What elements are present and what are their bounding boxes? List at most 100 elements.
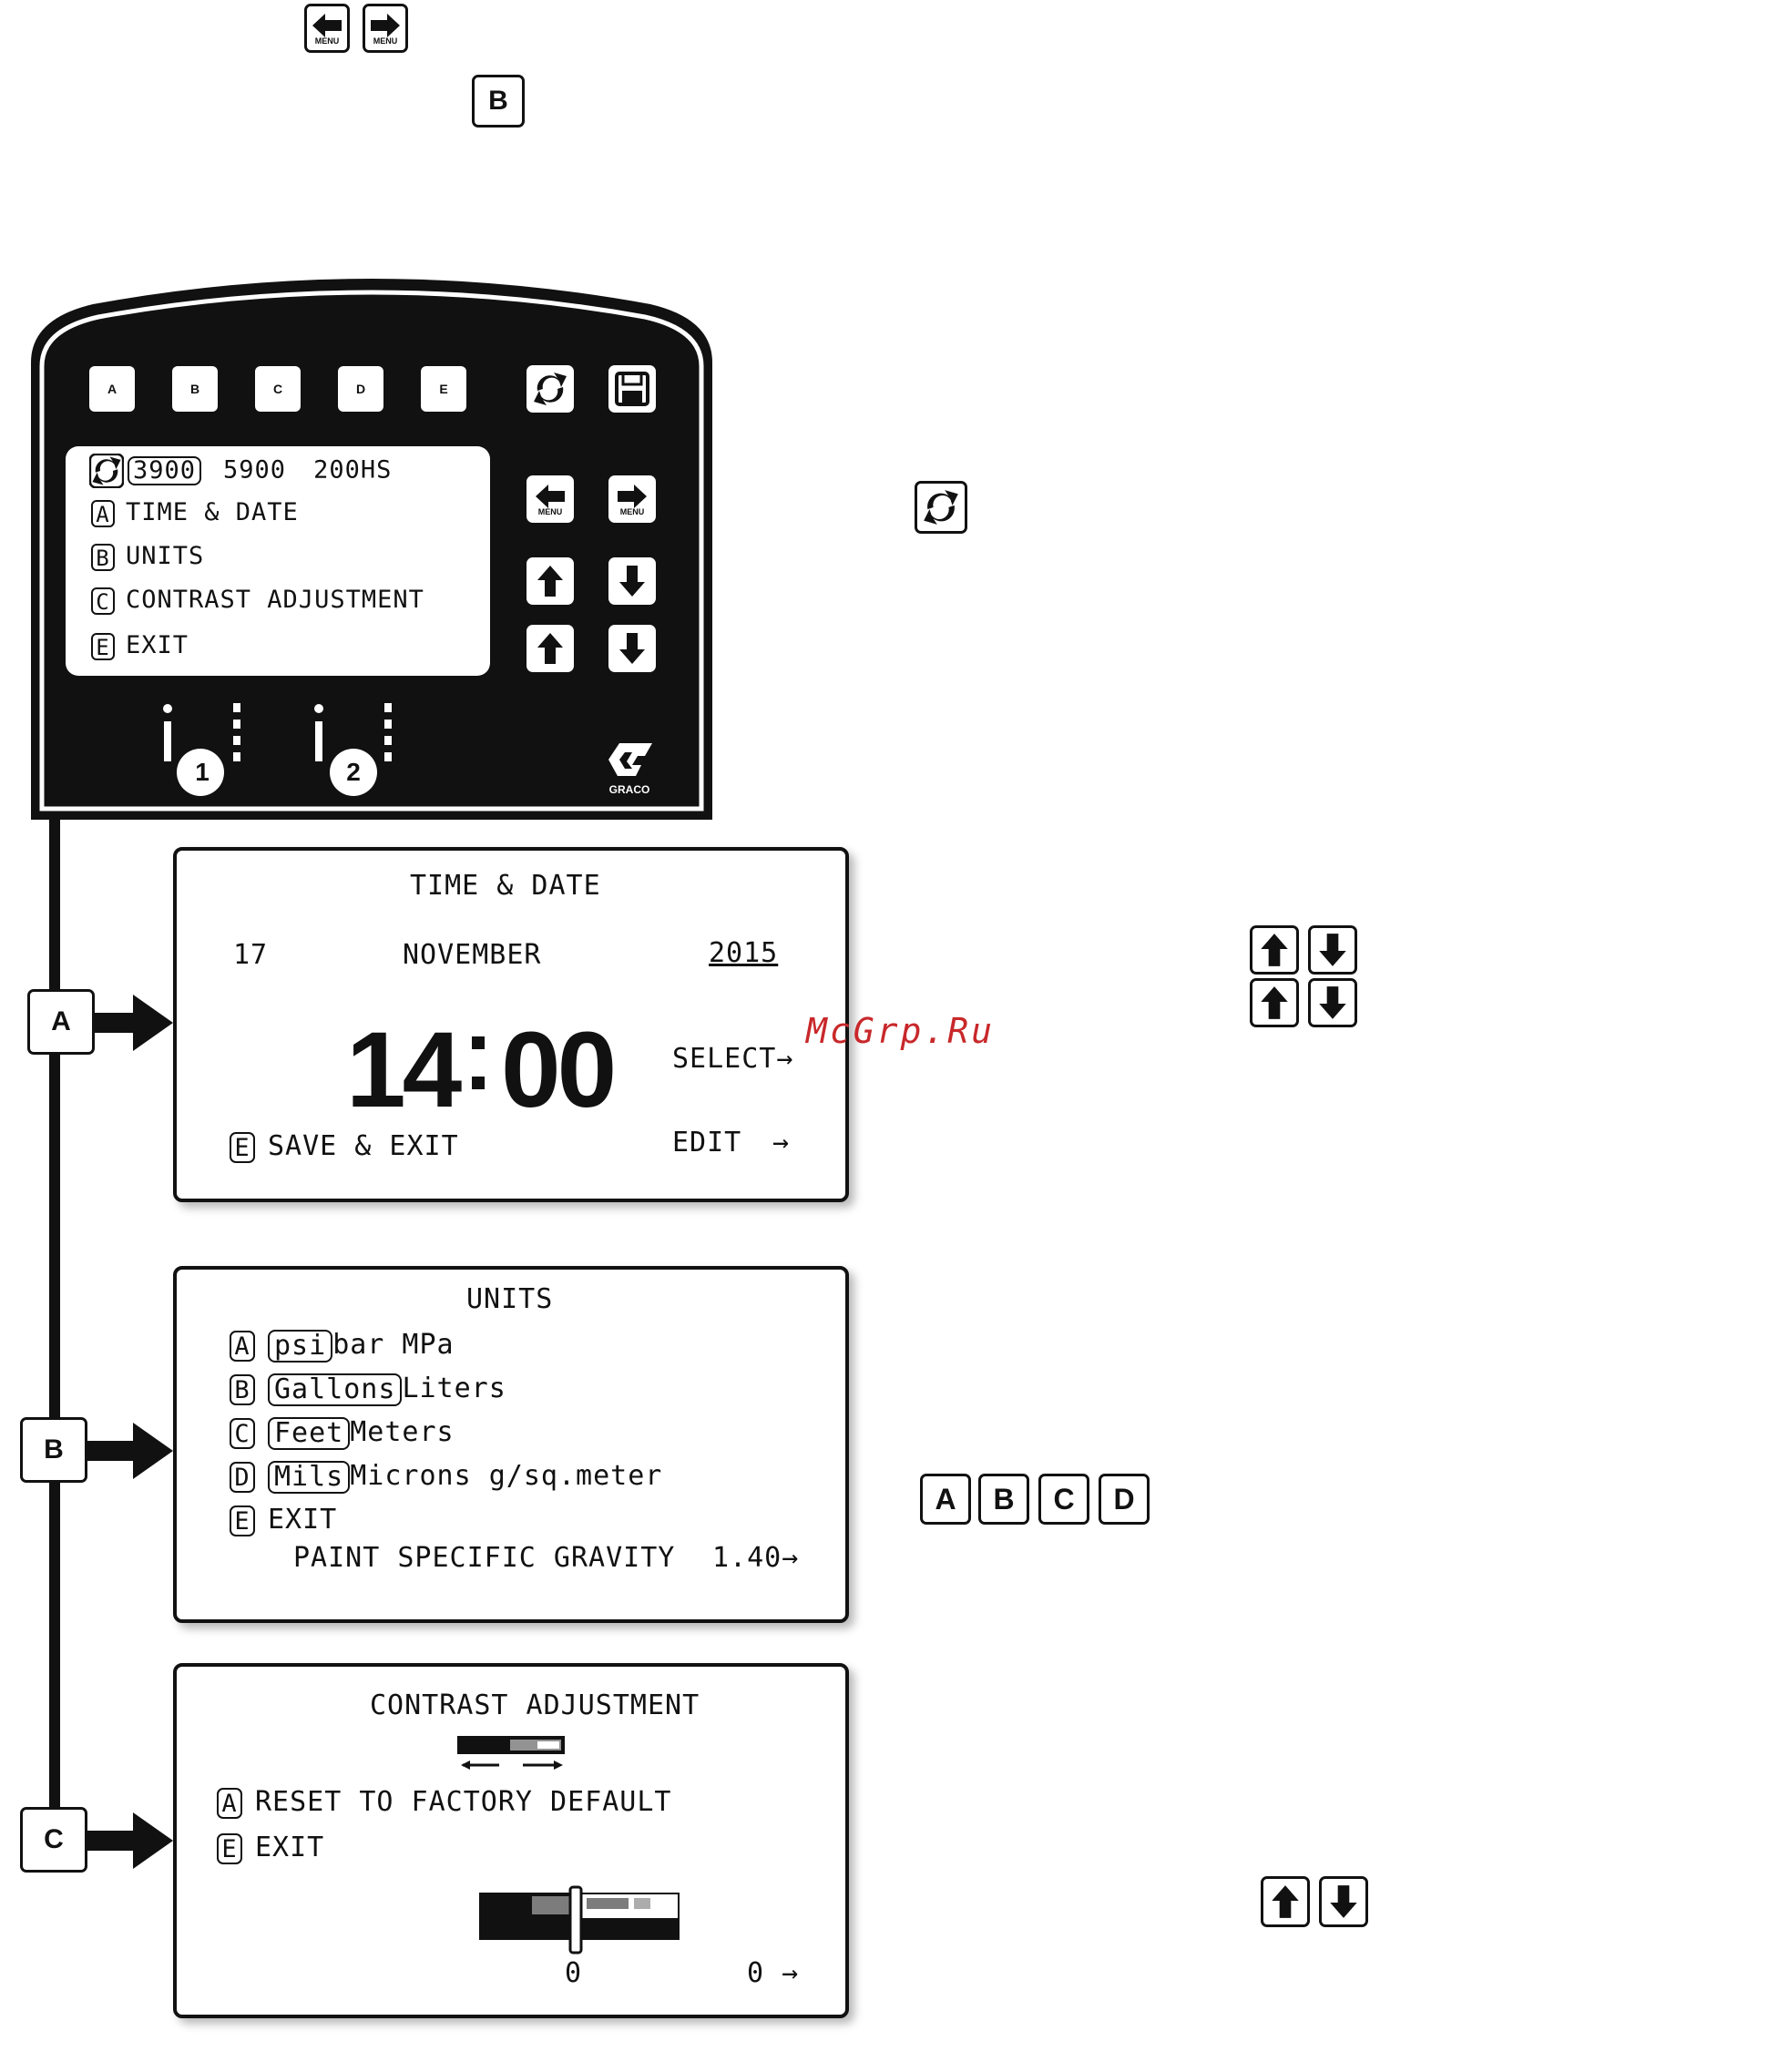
units-row-exit: E EXIT bbox=[230, 1503, 337, 1537]
soft-key: E bbox=[217, 1832, 242, 1864]
panel-button-d[interactable]: D bbox=[338, 366, 383, 412]
arrow-up-icon bbox=[1261, 986, 1288, 1019]
connector-line bbox=[49, 801, 60, 1867]
gravity-value: 1.40→ bbox=[712, 1542, 800, 1574]
gravity-label: PAINT SPECIFIC GRAVITY bbox=[293, 1542, 676, 1574]
lcd-model-row: 3900 5900 200HS bbox=[88, 453, 393, 489]
up-button-1[interactable] bbox=[526, 557, 574, 605]
soft-key: E bbox=[230, 1505, 255, 1536]
arrow-left-icon bbox=[536, 484, 565, 508]
lcd-menu-item-units: B UNITS bbox=[91, 541, 204, 572]
watermark: McGrp.Ru bbox=[806, 1011, 996, 1051]
edit-label: EDIT bbox=[672, 1127, 742, 1158]
soft-key: B bbox=[230, 1373, 255, 1405]
panel-button-b[interactable]: B bbox=[172, 366, 218, 412]
key-reference-c: C bbox=[1038, 1474, 1089, 1525]
panel-button-a[interactable]: A bbox=[89, 366, 135, 412]
unit-options: bar MPa bbox=[332, 1329, 455, 1361]
exit-label: EXIT bbox=[255, 1832, 325, 1863]
arrow-right-icon bbox=[93, 995, 173, 1051]
save-button[interactable] bbox=[608, 365, 656, 413]
unit-options: Liters bbox=[402, 1373, 506, 1404]
lcd-key: E bbox=[91, 632, 115, 660]
exit-row: E EXIT bbox=[217, 1831, 324, 1865]
brand-label: GRACO bbox=[608, 783, 650, 796]
indicator-1: 1 bbox=[195, 758, 210, 786]
lcd-item-label: CONTRAST ADJUSTMENT bbox=[126, 586, 424, 614]
down-button-1[interactable] bbox=[608, 557, 656, 605]
menu-label: MENU bbox=[373, 36, 398, 46]
indicator-2: 2 bbox=[346, 758, 361, 786]
lcd-model: 200HS bbox=[313, 455, 393, 485]
soft-key: C bbox=[230, 1417, 255, 1449]
arrow-down-icon bbox=[1319, 986, 1346, 1019]
selected-unit: Feet bbox=[268, 1416, 351, 1450]
slider-value: 0 bbox=[565, 1957, 583, 1989]
select-label: SELECT→ bbox=[672, 1043, 794, 1075]
lcd-item-label: TIME & DATE bbox=[126, 498, 299, 526]
soft-key: A bbox=[217, 1787, 242, 1819]
graco-logo-icon bbox=[608, 743, 652, 776]
menu-left-button[interactable]: MENU bbox=[526, 475, 574, 523]
arrow-up-icon bbox=[537, 566, 563, 597]
arrow-down-icon bbox=[619, 566, 645, 597]
arrow-right-icon bbox=[371, 13, 400, 37]
key-reference-a: A bbox=[920, 1474, 971, 1525]
menu-label: MENU bbox=[314, 36, 340, 46]
up-button-2[interactable] bbox=[526, 625, 574, 672]
arrow-down-icon bbox=[1330, 1885, 1357, 1918]
panel-button-e[interactable]: E bbox=[421, 366, 466, 412]
arrow-right-icon bbox=[618, 484, 647, 508]
lcd-model-selected: 3900 bbox=[128, 456, 202, 485]
time-colon bbox=[472, 1077, 485, 1089]
menu-right-key: MENU bbox=[363, 4, 408, 53]
arrow-right-icon bbox=[87, 1423, 173, 1479]
down-key-reference bbox=[1308, 925, 1357, 975]
screen-title: TIME & DATE bbox=[410, 870, 601, 902]
cycle-icon bbox=[924, 490, 958, 525]
soft-key: E bbox=[230, 1131, 255, 1163]
day-value: 17 bbox=[233, 939, 269, 971]
contrast-scale-icon bbox=[457, 1736, 565, 1770]
contrast-slider[interactable] bbox=[477, 1885, 683, 1955]
contrast-value: 0 → bbox=[747, 1957, 800, 1989]
callout-a: A bbox=[27, 989, 95, 1055]
arrow-left-icon bbox=[312, 13, 342, 37]
cycle-button[interactable] bbox=[526, 365, 574, 413]
year-value: 2015 bbox=[709, 937, 779, 969]
hours-value: 14 bbox=[346, 1010, 462, 1130]
callout-c: C bbox=[20, 1807, 87, 1873]
cycle-icon bbox=[534, 373, 567, 405]
down-key-reference bbox=[1319, 1876, 1368, 1927]
month-value: NOVEMBER bbox=[403, 939, 542, 971]
floppy-disk-icon bbox=[615, 372, 649, 406]
slider-handle bbox=[568, 1885, 583, 1955]
selected-unit: Gallons bbox=[268, 1373, 403, 1406]
cycle-icon bbox=[88, 453, 125, 489]
lcd-model: 5900 bbox=[223, 455, 287, 485]
screen-title: CONTRAST ADJUSTMENT bbox=[370, 1689, 700, 1721]
key-reference-d: D bbox=[1099, 1474, 1150, 1525]
up-key-reference bbox=[1250, 925, 1299, 975]
up-key-reference bbox=[1261, 1876, 1310, 1927]
panel-button-c[interactable]: C bbox=[255, 366, 301, 412]
lcd-key: A bbox=[91, 499, 115, 527]
arrow-up-icon bbox=[537, 633, 563, 664]
down-button-2[interactable] bbox=[608, 625, 656, 672]
exit-label: EXIT bbox=[268, 1504, 338, 1536]
lcd-key: B bbox=[91, 543, 115, 571]
menu-left-key: MENU bbox=[304, 4, 350, 53]
menu-right-button[interactable]: MENU bbox=[608, 475, 656, 523]
lcd-item-label: UNITS bbox=[126, 542, 205, 570]
cycle-key-reference bbox=[915, 481, 967, 534]
menu-label: MENU bbox=[537, 506, 563, 516]
selected-unit: Mils bbox=[268, 1460, 351, 1494]
time-date-screen: TIME & DATE 17 NOVEMBER 2015 14 00 SELEC… bbox=[173, 847, 849, 1202]
time-colon bbox=[472, 1036, 485, 1049]
